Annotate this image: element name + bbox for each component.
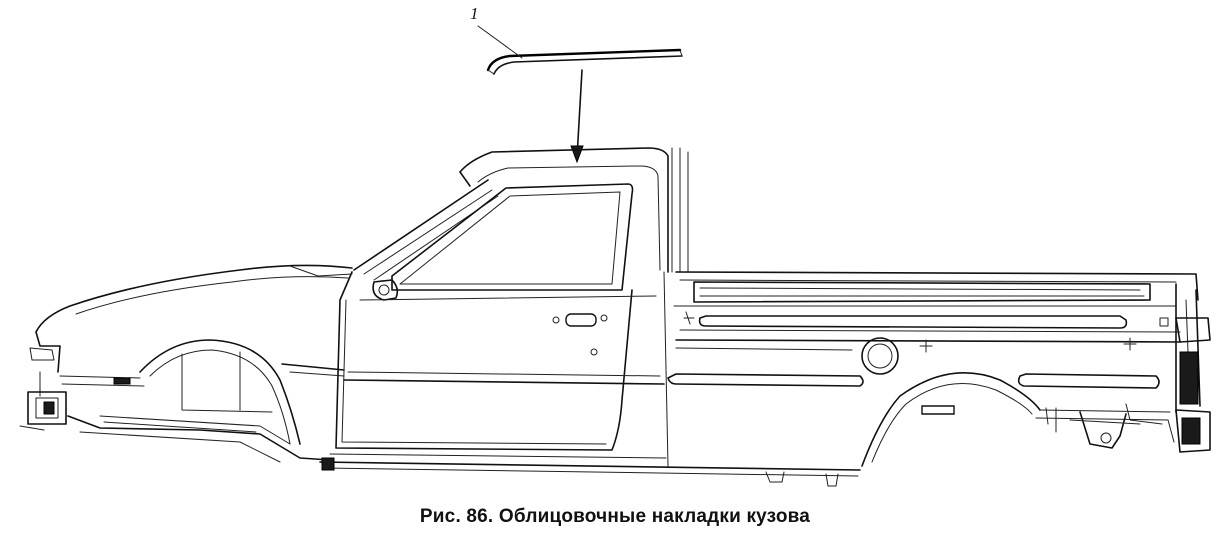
roof-trim-molding bbox=[486, 48, 683, 75]
front-bumper bbox=[19, 391, 67, 431]
front-wheel-arch bbox=[59, 339, 301, 445]
cab-roof bbox=[459, 147, 689, 273]
fastener-marks bbox=[590, 311, 1169, 356]
door-handle bbox=[552, 313, 608, 327]
fuel-filler bbox=[861, 337, 899, 375]
rear-underbody bbox=[1045, 403, 1163, 449]
callout-leader-line bbox=[477, 25, 523, 59]
side-sill bbox=[319, 453, 861, 487]
installation-arrow bbox=[570, 69, 584, 164]
door-window bbox=[391, 183, 634, 291]
rear-wheel-arch bbox=[861, 372, 1171, 467]
cab-side bbox=[281, 271, 669, 467]
front-underbody bbox=[67, 415, 331, 463]
cargo-bed bbox=[667, 271, 1199, 389]
figure-caption: Рис. 86. Облицовочные накладки кузова bbox=[419, 506, 811, 527]
side-mirror bbox=[372, 279, 399, 301]
callout-label-1: 1 bbox=[470, 4, 479, 23]
front-door bbox=[335, 271, 665, 451]
hood-and-front bbox=[29, 264, 353, 397]
rear-end bbox=[1167, 283, 1211, 453]
pickup-body-drawing bbox=[19, 25, 1211, 487]
windshield-frame bbox=[353, 179, 499, 281]
